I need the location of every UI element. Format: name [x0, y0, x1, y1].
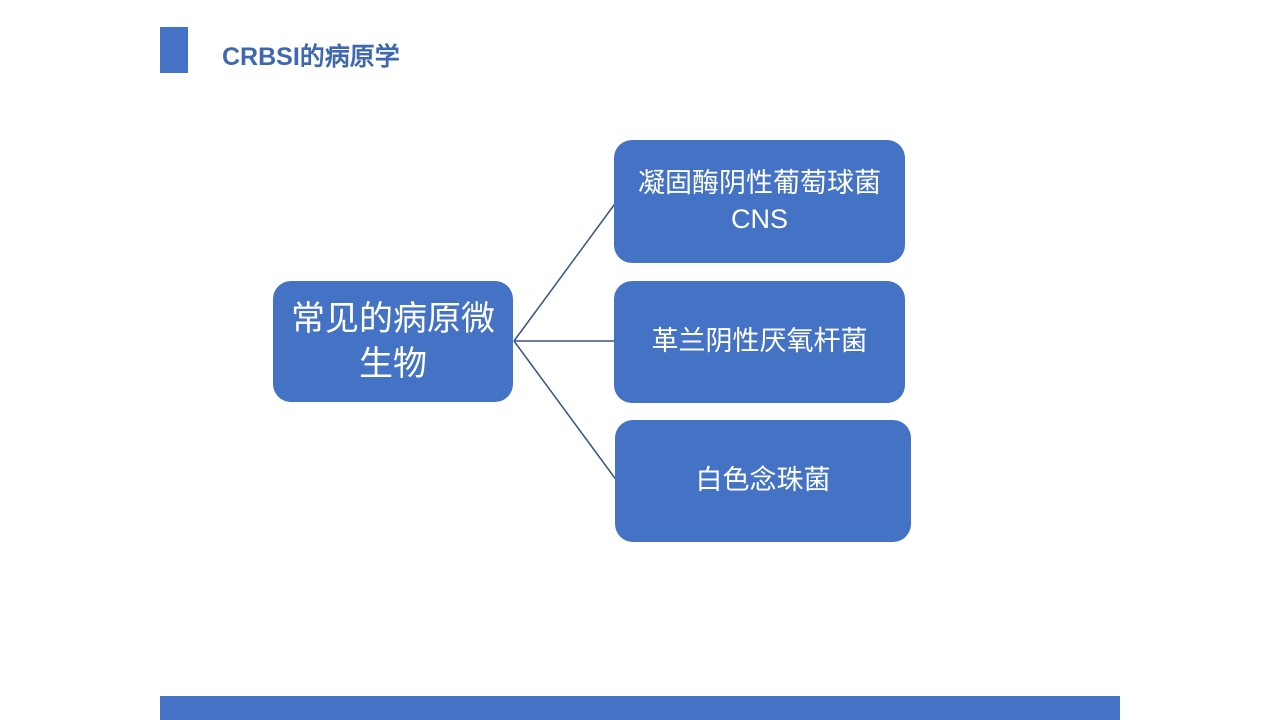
connector-line-bottom	[513, 340, 618, 482]
root-node-label: 常见的病原微生物	[291, 299, 495, 383]
diagram-root-node: 常见的病原微生物	[273, 281, 513, 402]
child-node-label-line: 凝固酶阴性葡萄球菌	[638, 168, 881, 199]
footer-accent-bar	[160, 696, 1120, 720]
connector-line-top	[513, 200, 618, 342]
child-node-label-line: 革兰阴性厌氧杆菌	[651, 326, 868, 357]
diagram-child-node-cns: 凝固酶阴性葡萄球菌 CNS	[614, 140, 905, 263]
page-title: CRBSI的病原学	[222, 43, 400, 71]
child-node-label-line: CNS	[730, 203, 788, 234]
title-bullet-square	[160, 27, 188, 73]
child-node-label-line: 白色念珠菌	[695, 465, 831, 496]
diagram-child-node-candida: 白色念珠菌	[615, 420, 911, 542]
diagram-child-node-gram-negative: 革兰阴性厌氧杆菌	[614, 281, 905, 403]
